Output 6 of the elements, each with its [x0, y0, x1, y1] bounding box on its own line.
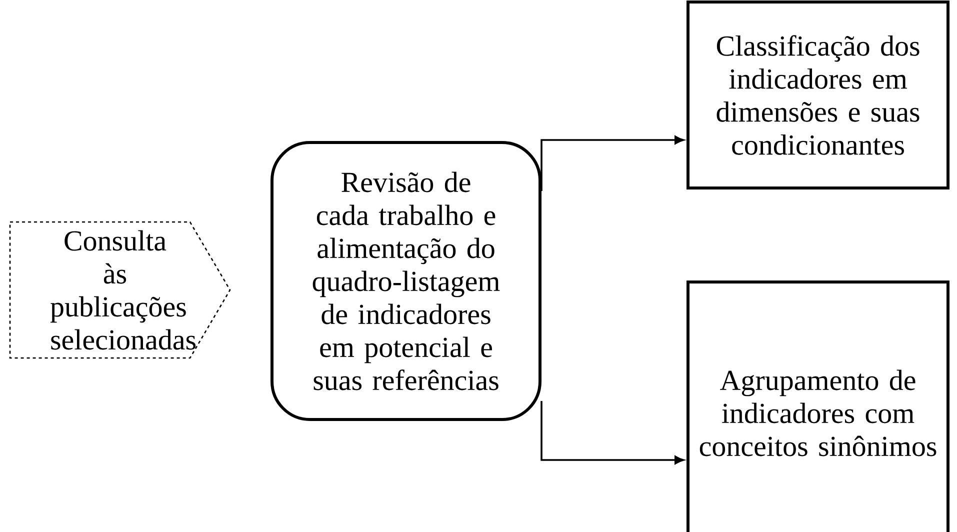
result-box: Classificação dos indicadores em dimensões e suas condicionantes	[686, 0, 950, 190]
dashed-chevron-box: Consulta às publicações selecionadas	[9, 221, 231, 359]
result-box: Agrupamento de indicadores com conceitos sinônimos	[686, 280, 950, 532]
arrow	[540, 136, 684, 191]
arrow	[540, 401, 684, 464]
process-box: Revisão de cada trabalho e alimentação do quadro-listagem de indicadores em potencial e suas referências	[270, 141, 542, 421]
